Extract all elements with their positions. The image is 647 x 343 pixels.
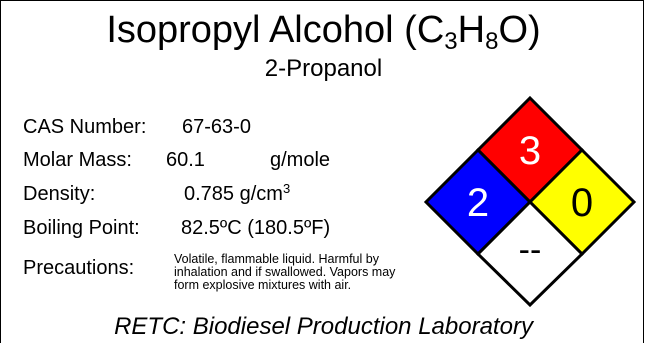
- nfpa-special-quadrant: [475, 199, 585, 307]
- lab-footer: RETC: Biodiesel Production Laboratory: [114, 313, 533, 340]
- nfpa-flammability-value: 3: [519, 129, 541, 173]
- nfpa-reactivity-value: 0: [571, 181, 593, 225]
- molar-mass-unit: g/mole: [270, 149, 331, 171]
- precautions-text: Volatile, flammable liquid. Harmful by i…: [174, 253, 474, 292]
- chemical-name: Isopropyl Alcohol: [106, 9, 394, 51]
- density-unit-exponent: 3: [282, 181, 291, 196]
- boiling-point-row: Boiling Point: 82.5ºC (180.5ºF): [23, 216, 330, 240]
- cas-label: CAS Number:: [23, 116, 147, 138]
- density-label: Density:: [23, 183, 96, 205]
- precautions-row: Precautions:: [23, 256, 134, 280]
- formula-c-count: 3: [444, 28, 458, 55]
- nfpa-health-value: 2: [467, 181, 489, 225]
- molar-mass-label: Molar Mass:: [23, 149, 132, 171]
- precautions-line: Volatile, flammable liquid. Harmful by: [174, 252, 379, 266]
- density-value: 0.785: [184, 183, 235, 205]
- boiling-point-label: Boiling Point:: [23, 217, 140, 239]
- molar-mass-row: Molar Mass: 60.1 g/mole: [23, 148, 330, 172]
- density-unit: g/cm: [239, 183, 283, 205]
- chemical-title: Isopropyl Alcohol (C3H8O): [0, 8, 647, 55]
- formula-close: O): [498, 9, 541, 51]
- formula-h-count: 8: [485, 28, 499, 55]
- molar-mass-value: 60.1: [166, 149, 205, 171]
- formula-h: H: [457, 9, 486, 51]
- cas-row: CAS Number: 67-63-0: [23, 115, 251, 139]
- precautions-label: Precautions:: [23, 257, 135, 279]
- boiling-point-value: 82.5ºC (180.5ºF): [181, 217, 331, 239]
- precautions-line: inhalation and if swallowed. Vapors may: [174, 265, 396, 279]
- formula-open: (C: [404, 9, 445, 51]
- cas-value: 67-63-0: [182, 116, 251, 138]
- nfpa-diamond: 3 2 0 --: [423, 95, 637, 307]
- nfpa-special-value: --: [519, 231, 542, 269]
- precautions-line: form explosive mixtures with air.: [174, 278, 352, 292]
- density-row: Density: 0.785 g/cm3: [23, 182, 290, 206]
- chemical-alt-name: 2-Propanol: [264, 55, 383, 82]
